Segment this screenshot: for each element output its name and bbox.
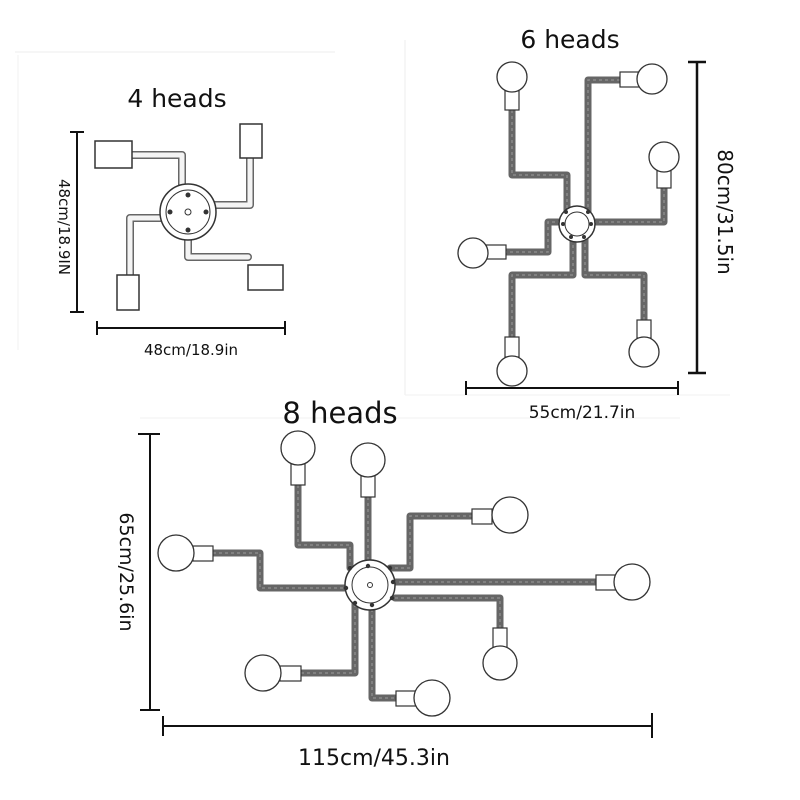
socket — [595, 574, 617, 591]
diagram-6-heads: 6 heads — [457, 25, 737, 423]
socket — [360, 474, 376, 498]
bulb — [648, 141, 680, 173]
bulb — [496, 61, 528, 93]
height-label: 80cm/31.5in — [713, 149, 737, 274]
bulb — [482, 645, 518, 681]
diagram-title: 8 heads — [282, 396, 397, 430]
height-label: 65cm/25.6in — [115, 512, 137, 631]
bulb — [350, 442, 386, 478]
socket — [192, 545, 214, 562]
bulb — [636, 63, 668, 95]
socket — [239, 123, 263, 159]
diagram-title: 6 heads — [520, 25, 619, 54]
bulb — [628, 336, 660, 368]
height-dimension: 48cm/18.9IN — [55, 131, 84, 313]
lamp-drawing — [94, 123, 284, 311]
width-dimension: 115cm/45.3in — [162, 713, 653, 771]
socket — [290, 462, 306, 486]
socket — [504, 89, 520, 111]
bulb — [613, 563, 651, 601]
diagram-8-heads: 8 heads — [115, 396, 653, 771]
socket — [247, 264, 284, 291]
height-label: 48cm/18.9IN — [55, 179, 73, 275]
socket — [656, 169, 672, 189]
height-dimension: 80cm/31.5in — [688, 60, 737, 375]
diagram-title: 4 heads — [127, 84, 226, 113]
bulb — [491, 496, 529, 534]
socket — [279, 665, 302, 682]
lamp-drawing — [457, 61, 680, 387]
width-dimension: 55cm/21.7in — [465, 381, 679, 423]
socket — [485, 244, 507, 260]
width-label: 55cm/21.7in — [529, 403, 636, 423]
socket — [471, 508, 493, 525]
width-dimension: 48cm/18.9in — [96, 321, 286, 359]
bulb — [157, 534, 195, 572]
bulb — [280, 430, 316, 466]
diagram-4-heads: 4 heads 48cm/18.9IN — [55, 84, 286, 359]
width-label: 48cm/18.9in — [144, 341, 238, 359]
socket — [116, 274, 140, 311]
socket — [94, 140, 133, 169]
socket — [395, 690, 417, 707]
socket — [636, 319, 652, 339]
bulb — [457, 237, 489, 269]
socket — [504, 336, 520, 358]
height-dimension: 65cm/25.6in — [115, 433, 160, 711]
bulb — [244, 654, 282, 692]
lamp-drawing — [157, 430, 651, 717]
width-label: 115cm/45.3in — [298, 746, 450, 771]
bulb — [413, 679, 451, 717]
bulb — [496, 355, 528, 387]
